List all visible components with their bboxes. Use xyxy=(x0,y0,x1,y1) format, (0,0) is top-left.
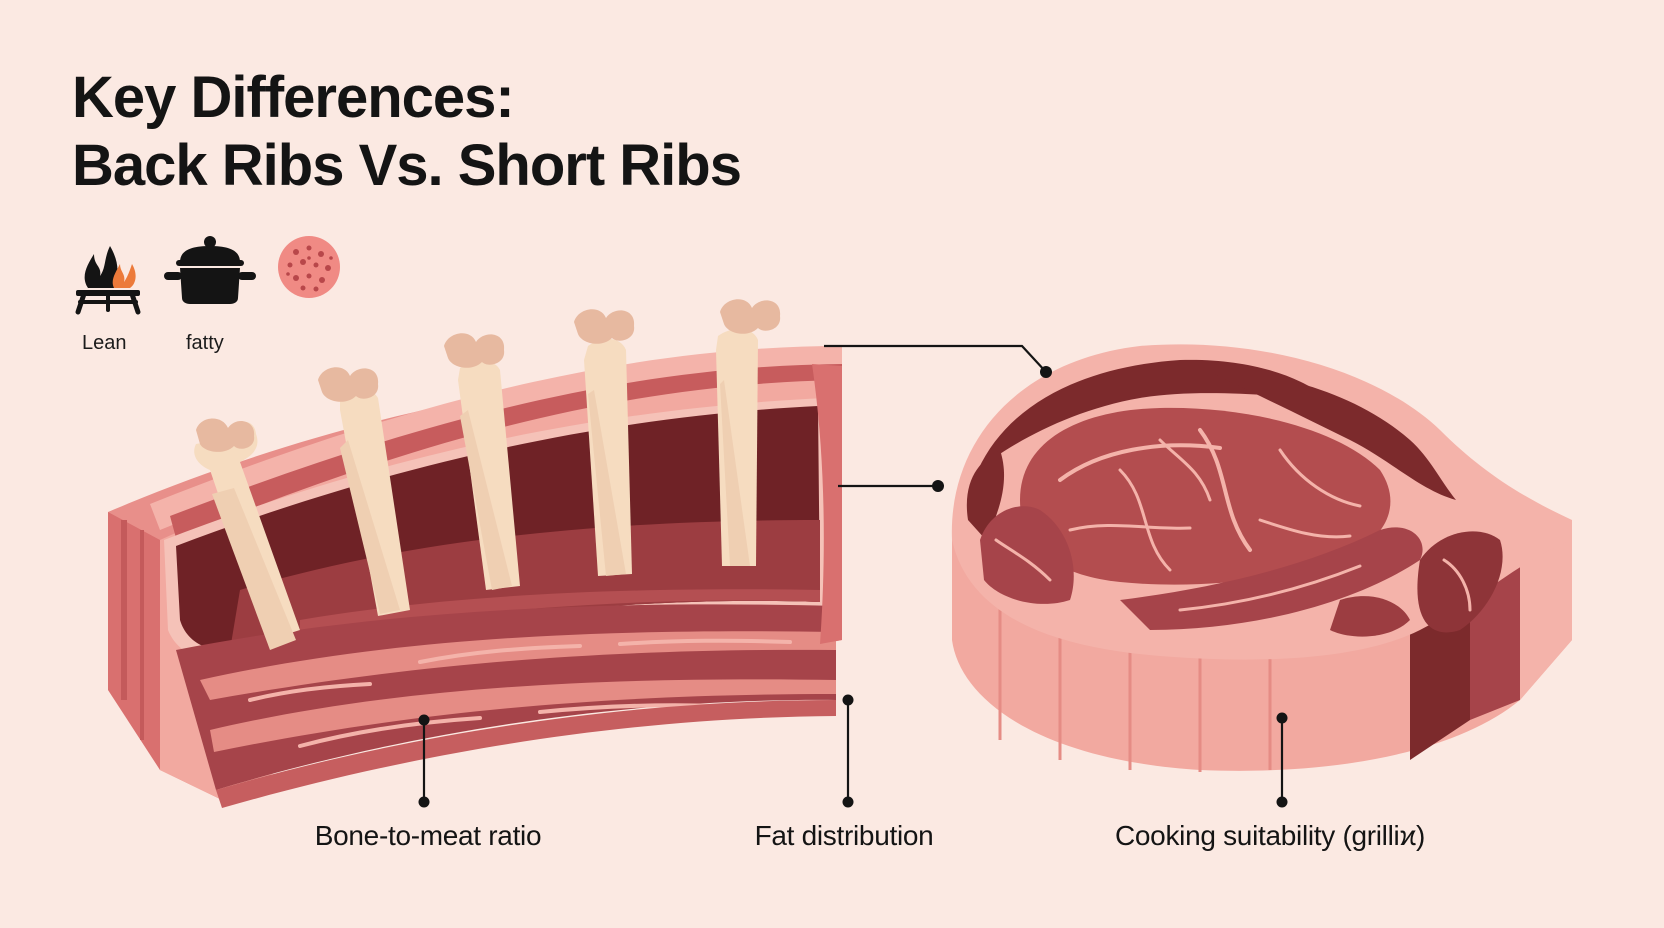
cooking-pot-icon xyxy=(164,236,256,304)
fatty-label: fatty xyxy=(186,332,224,354)
grill-flame-icon xyxy=(75,246,141,315)
bone-to-meat-ratio-label: Bone-to-meat ratio xyxy=(314,820,542,851)
title-line-2: Back Ribs Vs. Short Ribs xyxy=(72,133,742,199)
title-line-1: Key Differences: xyxy=(72,65,515,130)
lean-label: Lean xyxy=(82,332,127,354)
icon-legend: Lean fatty xyxy=(70,232,390,362)
fat-distribution-label: Fat distribution xyxy=(754,820,934,851)
cooking-suitability-label: Cooking suitability (grilliϰ) xyxy=(1114,820,1426,851)
page-title: Key Differences: Back Ribs Vs. Short Rib… xyxy=(72,64,742,201)
back-ribs-illustration xyxy=(108,299,842,808)
short-rib-illustration xyxy=(951,344,1572,772)
rib-bones xyxy=(194,299,781,650)
connector-dots xyxy=(418,366,1288,808)
marbled-meat-icon xyxy=(278,236,340,298)
connector-lines xyxy=(422,344,1284,802)
